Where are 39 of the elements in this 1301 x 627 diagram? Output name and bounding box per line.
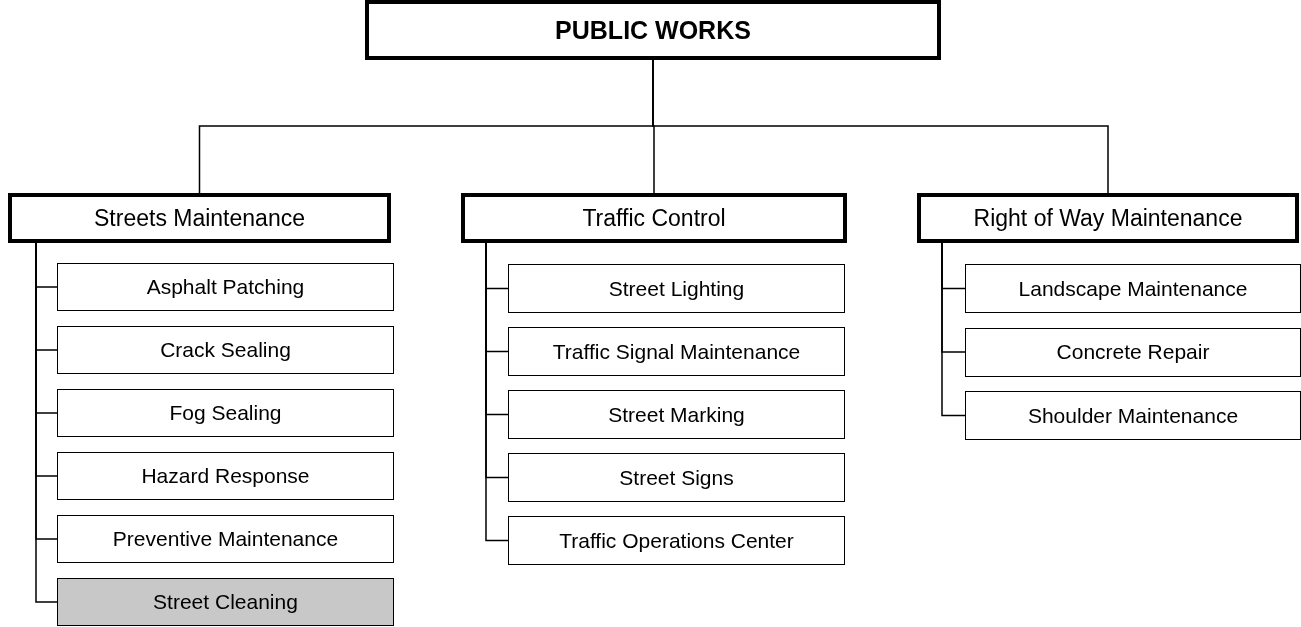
unit-box — [965, 391, 1301, 440]
box-label: Crack Sealing — [160, 338, 291, 362]
unit-box — [508, 453, 845, 502]
department-box — [365, 0, 941, 60]
box-label: Fog Sealing — [169, 401, 282, 425]
box-label: Traffic Signal Maintenance — [552, 339, 801, 364]
unit-box — [57, 326, 394, 374]
box-label: Street Lighting — [608, 276, 745, 301]
box-label: Right of Way Maintenance — [973, 204, 1243, 232]
department-box — [461, 193, 847, 243]
box-label: Hazard Response — [141, 464, 310, 488]
unit-box — [508, 516, 845, 565]
box-label: Street Marking — [608, 402, 745, 427]
box-label: Traffic Control — [582, 204, 726, 232]
department-box — [8, 193, 391, 243]
box-label: Street Signs — [619, 465, 734, 490]
unit-box — [508, 264, 845, 313]
connector-line — [485, 242, 509, 542]
unit-box — [965, 264, 1301, 313]
connector-line — [652, 59, 1109, 194]
connector-line — [941, 242, 966, 417]
unit-box — [57, 452, 394, 500]
box-label: Traffic Operations Center — [559, 528, 794, 553]
box-label: Street Cleaning — [153, 590, 298, 614]
unit-box — [508, 390, 845, 439]
unit-box — [965, 327, 1301, 377]
unit-box — [57, 578, 394, 626]
box-label: Asphalt Patching — [146, 275, 305, 299]
unit-box — [508, 327, 845, 376]
box-label: Concrete Repair — [1056, 340, 1210, 364]
box-label: Shoulder Maintenance — [1027, 403, 1239, 428]
box-label: Landscape Maintenance — [1018, 276, 1248, 301]
unit-box — [57, 515, 394, 563]
department-box — [917, 193, 1299, 243]
box-label: Preventive Maintenance — [112, 527, 339, 551]
unit-box — [57, 389, 394, 437]
box-label: PUBLIC WORKS — [555, 15, 751, 45]
box-label: Streets Maintenance — [94, 204, 305, 232]
unit-box — [57, 263, 394, 311]
